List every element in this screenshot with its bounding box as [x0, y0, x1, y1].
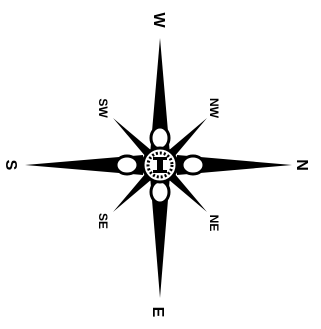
label-ne: NE: [207, 215, 221, 232]
label-sw: SW: [96, 98, 110, 118]
label-e: E: [149, 307, 166, 318]
point-sw: [113, 118, 152, 157]
label-se: SE: [96, 213, 110, 229]
lobe-e: [151, 181, 169, 203]
point-se: [113, 173, 152, 212]
lobe-s: [116, 156, 138, 174]
lobe-n: [182, 156, 204, 174]
label-n: N: [293, 159, 310, 171]
point-ne: [168, 173, 207, 212]
label-nw: NW: [207, 98, 221, 119]
center-glyph-bottom: [153, 170, 167, 173]
point-nw: [168, 118, 207, 157]
center-glyph-top: [153, 157, 167, 160]
lobe-w: [151, 127, 169, 149]
label-w: W: [150, 12, 167, 28]
label-s: S: [2, 160, 19, 171]
